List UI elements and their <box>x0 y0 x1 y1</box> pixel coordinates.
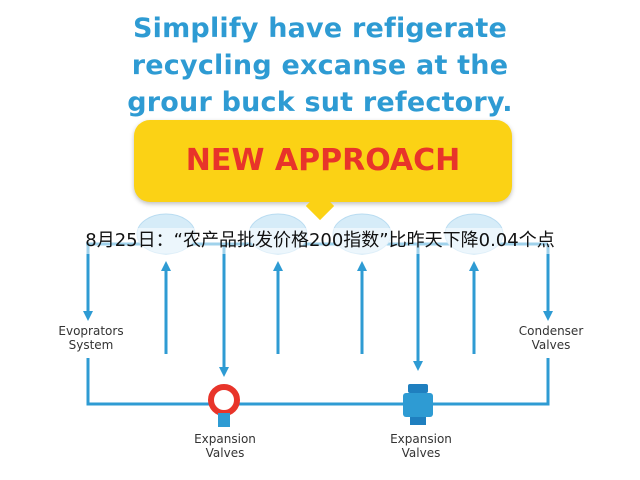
expansion-valve-right-body <box>403 393 433 417</box>
expansion-valve-right-cap <box>408 384 428 393</box>
expansion-valve-left-icon <box>208 384 240 416</box>
label-condenser-valves: Condenser Valves <box>496 324 606 352</box>
label-expansion-left-line-2: Valves <box>205 446 245 460</box>
banner-text: NEW APPROACH <box>185 143 461 178</box>
label-condenser-line-1: Condenser <box>518 324 584 338</box>
label-expansion-valves-left: Expansion Valves <box>170 432 280 460</box>
label-expansion-valves-right: Expansion Valves <box>366 432 476 460</box>
title-line-3: grour buck sut refectory. <box>127 87 513 118</box>
bottom-flow-loop <box>86 358 550 406</box>
label-expansion-left-line-1: Expansion <box>194 432 256 446</box>
expansion-valve-right-base <box>410 417 426 425</box>
expansion-valve-left-stem <box>218 413 230 427</box>
label-evaporators-line-1: Evoprators <box>58 324 124 338</box>
label-expansion-right-line-1: Expansion <box>390 432 452 446</box>
label-evaporators-line-2: System <box>68 338 114 352</box>
diagram-title: Simplify have refigerate recycling excan… <box>0 10 640 121</box>
title-line-2: recycling excanse at the <box>131 50 509 81</box>
label-expansion-right-line-2: Valves <box>401 446 441 460</box>
overlay-caption: 8月25日：“农产品批发价格200指数”比昨天下降0.04个点 <box>0 228 640 254</box>
label-evaporators-system: Evoprators System <box>36 324 146 352</box>
new-approach-banner <box>134 120 512 202</box>
label-condenser-line-2: Valves <box>531 338 571 352</box>
title-line-1: Simplify have refigerate <box>133 13 507 44</box>
